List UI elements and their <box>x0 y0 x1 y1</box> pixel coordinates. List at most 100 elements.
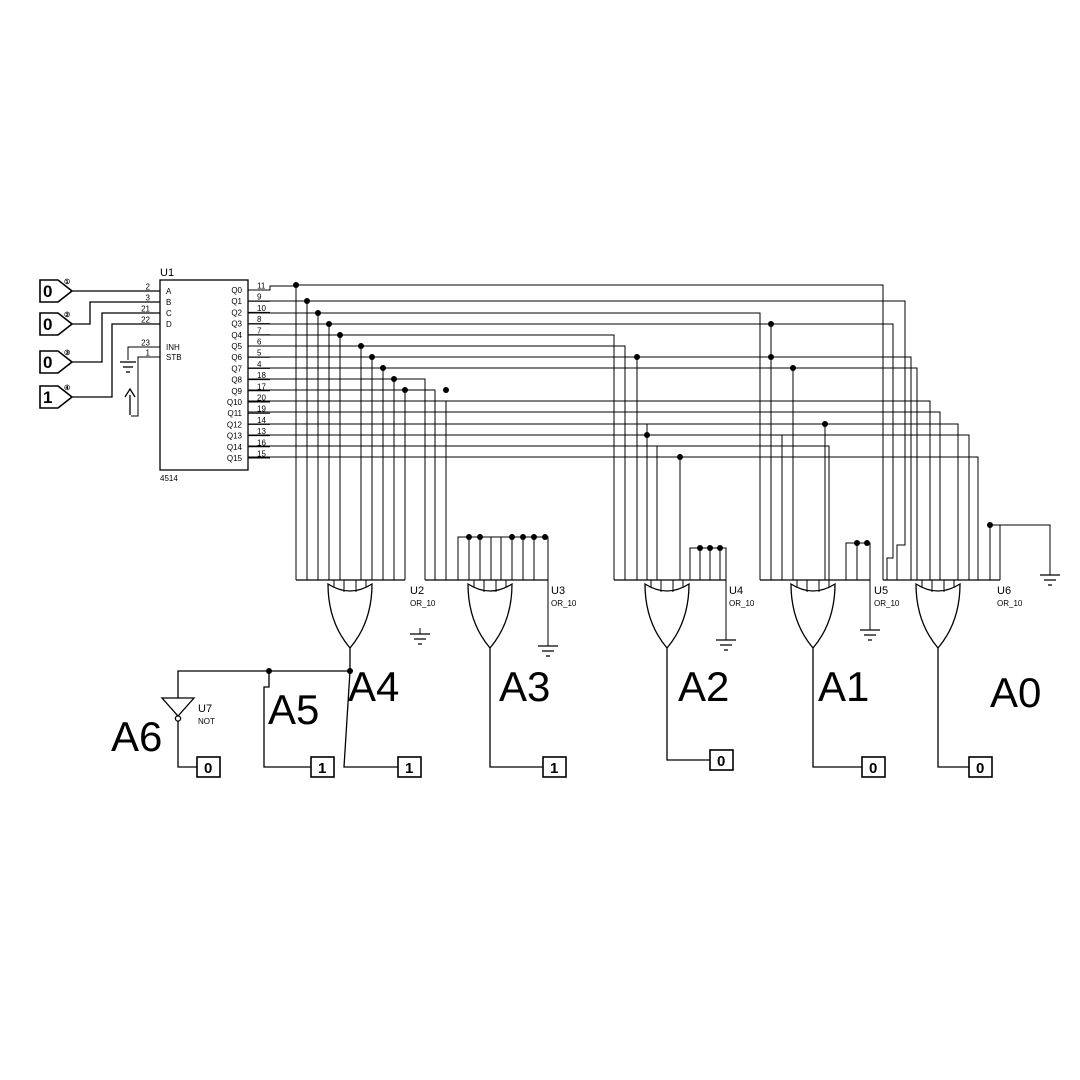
input-c-value: 0 <box>43 353 52 372</box>
input-c-badge: ③ <box>64 349 70 357</box>
input-switch-a[interactable]: 0 ① <box>39 278 74 303</box>
decoder-part: 4514 <box>160 474 178 483</box>
signal-label-a6: A6 <box>111 713 162 760</box>
decoder-pin-label: INH <box>166 343 180 352</box>
gate-u5-ref: U5 <box>874 585 888 597</box>
decoder-pin-label: Q9 <box>231 387 242 396</box>
decoder-pin-number: 5 <box>257 349 262 358</box>
probe-a4-value: 1 <box>405 760 413 777</box>
decoder-pin-q0: Q0 11 <box>231 282 270 295</box>
output-probes: 0 1 1 1 0 0 0 <box>196 749 993 778</box>
decoder-pin-label: Q2 <box>231 308 242 317</box>
input-switches[interactable]: 0 ① 0 ② 0 ③ 1 ④ <box>39 278 74 409</box>
gate-u2-type: OR_10 <box>410 599 436 608</box>
decoder-pin-number: 7 <box>257 326 262 335</box>
input-switch-c[interactable]: 0 ③ <box>39 349 74 374</box>
signal-label-a4: A4 <box>348 663 399 710</box>
decoder-pin-label: Q14 <box>227 443 243 452</box>
decoder-pin-number: 1 <box>146 349 151 358</box>
signal-label-a1: A1 <box>818 663 869 710</box>
decoder-pin-q3: Q3 8 <box>231 315 270 329</box>
decoder-pin-number: 19 <box>257 405 266 414</box>
decoder-ref: U1 <box>160 267 174 279</box>
input-d-value: 1 <box>43 388 52 407</box>
input-a-value: 0 <box>43 282 52 301</box>
gate-u4-type: OR_10 <box>729 599 755 608</box>
decoder-pin-number: 8 <box>257 315 262 324</box>
probe-a6-value: 0 <box>204 760 212 777</box>
decoder-pin-number: 11 <box>257 282 266 291</box>
input-b-badge: ② <box>64 311 70 319</box>
probe-a0: 0 <box>968 756 993 778</box>
probe-a3: 1 <box>542 756 567 778</box>
decoder-pin-label: Q11 <box>227 409 242 418</box>
inverter-type: NOT <box>198 717 215 726</box>
decoder-pin-number: 20 <box>257 394 266 403</box>
decoder-pin-q11: Q11 19 <box>227 405 270 418</box>
decoder-pin-label: B <box>166 298 171 307</box>
decoder-pin-stb: STB 1 <box>146 349 182 363</box>
decoder-pin-label: Q0 <box>231 286 242 295</box>
gate-u3-ref: U3 <box>551 585 565 597</box>
decoder-pin-c: C21 <box>141 305 172 319</box>
decoder-pin-q1: Q1 9 <box>231 293 270 306</box>
gate-u6-ref: U6 <box>997 585 1011 597</box>
decoder-pin-number: 15 <box>257 450 266 459</box>
probe-a6: 0 <box>196 756 221 778</box>
decoder-pin-q13: Q13 13 <box>227 427 270 441</box>
signal-label-a2: A2 <box>678 663 729 710</box>
decoder-pin-b: B3 <box>146 294 172 308</box>
decoder-pin-label: Q15 <box>227 454 243 463</box>
probe-a4: 1 <box>397 756 422 778</box>
probe-a2: 0 <box>709 749 734 771</box>
probe-a0-value: 0 <box>976 760 984 777</box>
gate-u4-ref: U4 <box>729 585 743 597</box>
probe-a1-value: 0 <box>869 760 877 777</box>
decoder-pin-label: Q10 <box>227 398 243 407</box>
decoder-pin-q6: Q6 5 <box>231 349 270 362</box>
gate-u6-type: OR_10 <box>997 599 1023 608</box>
decoder-pin-label: C <box>166 309 172 318</box>
input-switch-d[interactable]: 1 ④ <box>39 384 74 409</box>
decoder-pin-number: 22 <box>141 316 150 325</box>
gate-u3-type: OR_10 <box>551 599 577 608</box>
decoder-pin-number: 13 <box>257 427 266 436</box>
decoder-pin-label: Q3 <box>231 320 242 329</box>
probe-a5: 1 <box>310 756 335 778</box>
decoder-pin-d: D22 <box>141 316 172 330</box>
probe-a3-value: 1 <box>550 760 558 777</box>
probe-a1: 0 <box>861 756 886 778</box>
input-switch-b[interactable]: 0 ② <box>39 311 74 336</box>
decoder-pin-number: 4 <box>257 360 262 369</box>
decoder-pin-number: 9 <box>257 293 262 302</box>
decoder-pin-label: Q12 <box>227 420 243 429</box>
signal-labels: A6 A5 A4 A3 A2 A1 A0 <box>111 663 1041 760</box>
decoder-pin-number: 18 <box>257 371 266 380</box>
decoder-pin-label: STB <box>166 353 182 362</box>
input-a-badge: ① <box>64 278 70 286</box>
decoder-pin-label: Q5 <box>231 342 242 351</box>
decoder-pin-q15: Q15 15 <box>227 450 270 463</box>
signal-label-a5: A5 <box>268 686 319 733</box>
input-d-badge: ④ <box>64 384 70 392</box>
decoder-pin-number: 3 <box>146 294 151 303</box>
signal-label-a3: A3 <box>499 663 550 710</box>
decoder-pin-number: 14 <box>257 416 266 425</box>
decoder-pin-label: Q4 <box>231 331 242 340</box>
signal-label-a0: A0 <box>990 669 1041 716</box>
decoder-pin-q12: Q12 14 <box>227 416 270 429</box>
decoder-pin-label: Q1 <box>231 297 242 306</box>
inverter-ref: U7 <box>198 703 212 715</box>
decoder-pin-label: Q13 <box>227 432 243 441</box>
gate-u2-ref: U2 <box>410 585 424 597</box>
gate-labels: U2 OR_10 U3 OR_10 U4 OR_10 U5 OR_10 U6 O… <box>198 585 1023 726</box>
decoder-pin-label: Q6 <box>231 353 242 362</box>
